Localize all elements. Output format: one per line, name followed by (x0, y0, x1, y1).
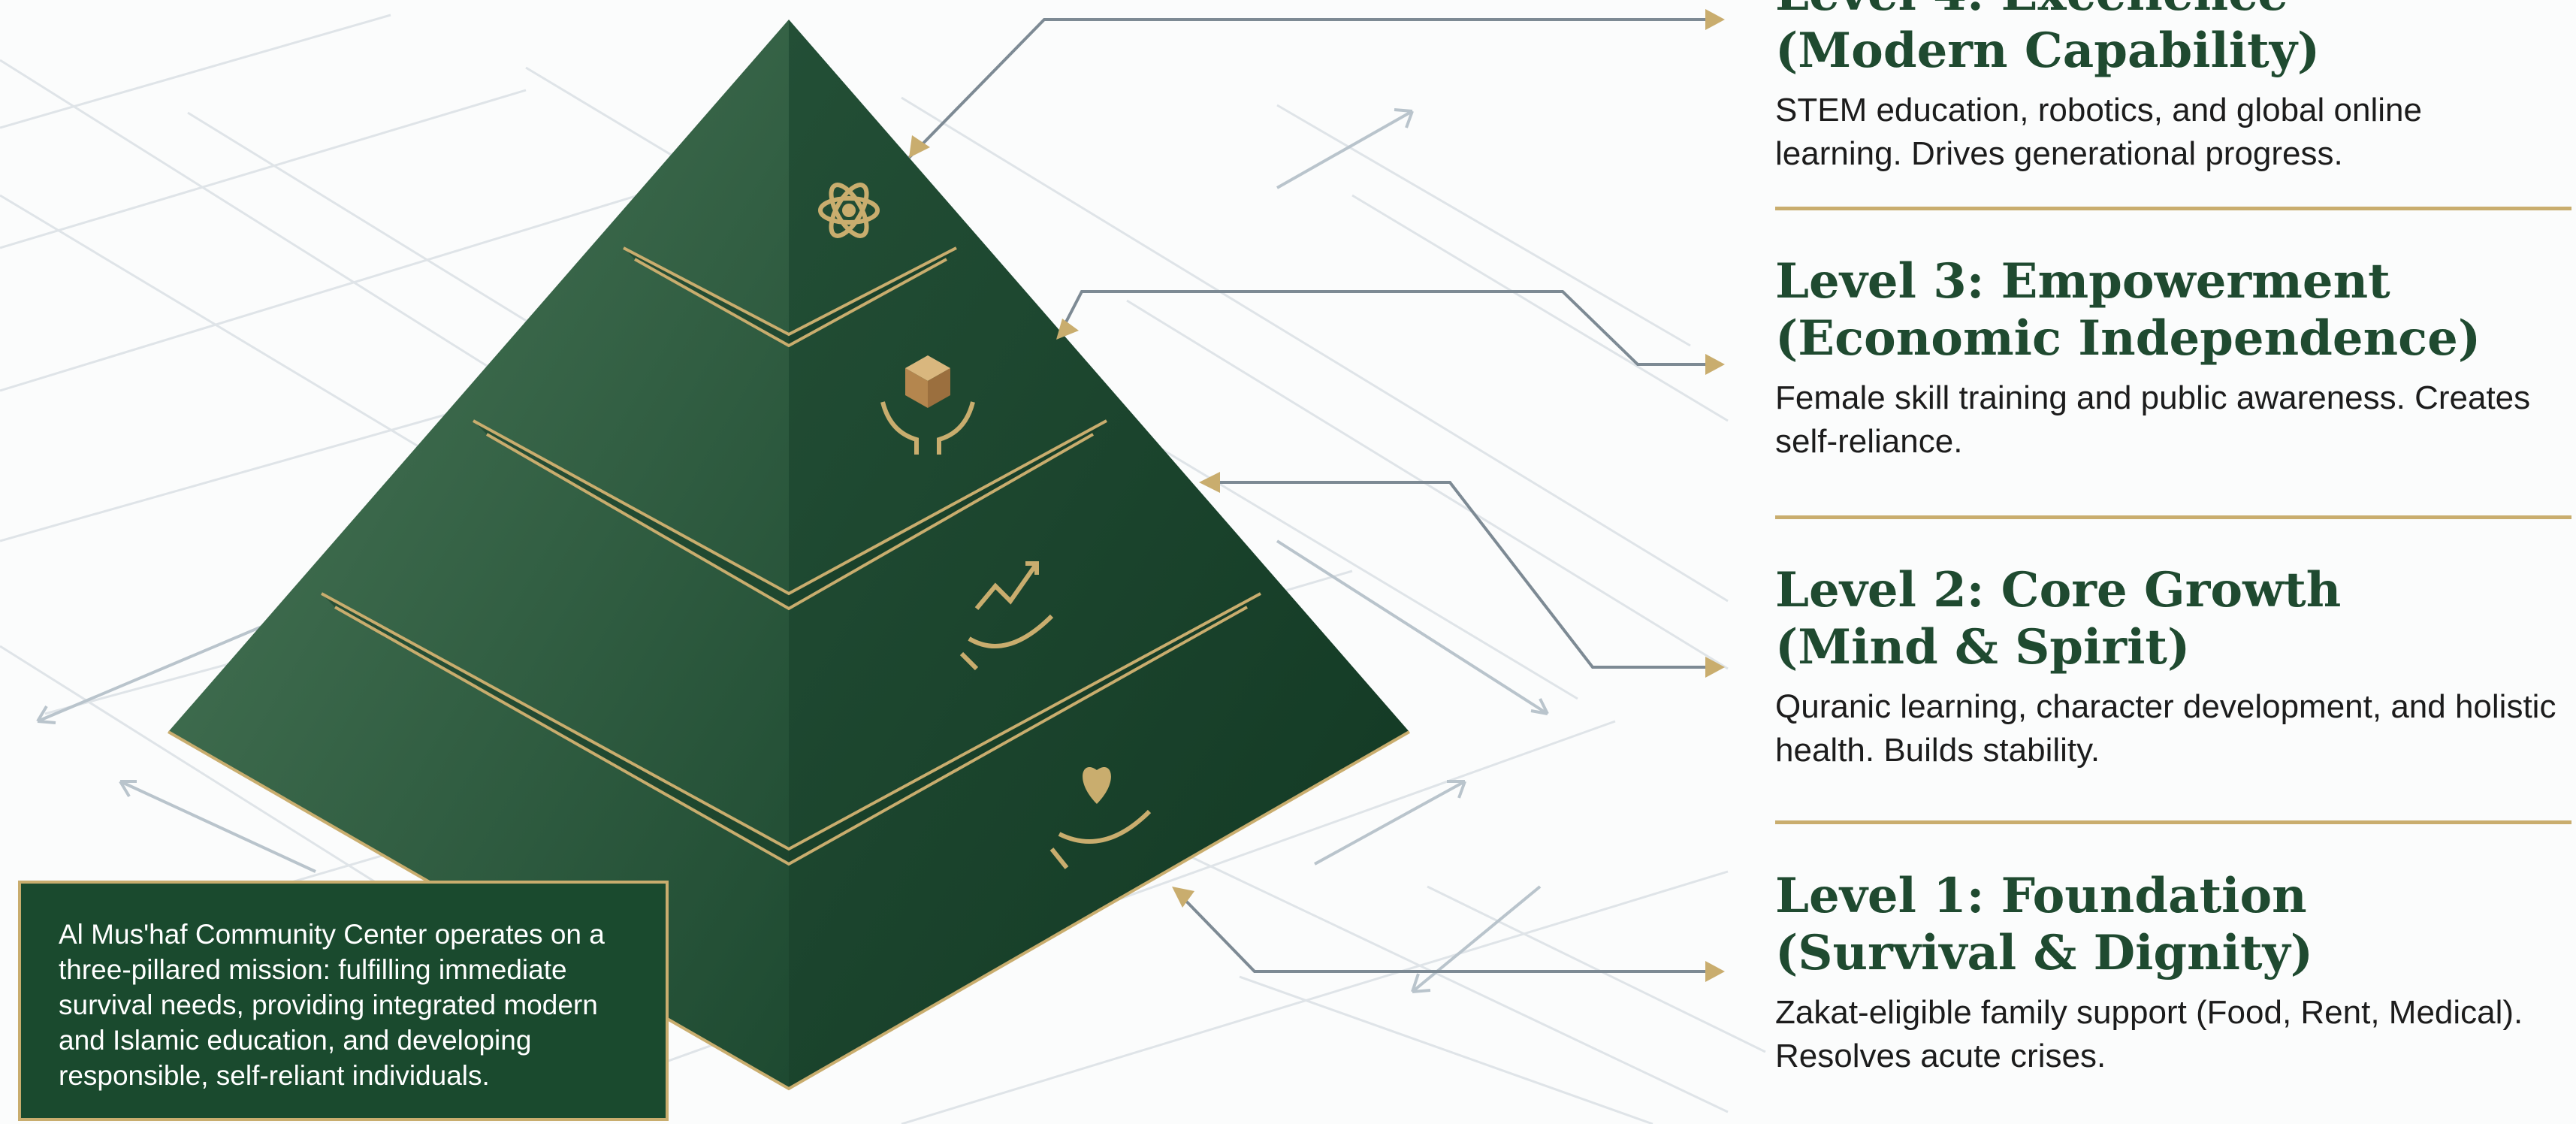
connector-level-1 (1174, 889, 1713, 973)
connector-level-4 (907, 18, 1713, 159)
mission-box: Al Mus'haf Community Center operates on … (18, 881, 669, 1121)
level-2-title-line2: (Mind & Spirit) (1775, 619, 2191, 675)
level-3-description: Female skill training and public awarene… (1775, 379, 2531, 460)
level-3-title-line1: Level 3: Empowerment (1775, 253, 2390, 310)
level-3-title-line2: (Economic Independence) (1775, 310, 2481, 367)
divider (1775, 515, 2571, 519)
connector-level-2 (1202, 481, 1713, 669)
level-2-description: Quranic learning, character development,… (1775, 688, 2556, 769)
hand-growth-chart-icon (959, 561, 1054, 671)
hands-holding-box-icon (880, 355, 975, 455)
pyramid (168, 20, 1410, 1091)
level-2-title-line1: Level 2: Core Growth (1775, 562, 2342, 618)
level-4-title-line1: Level 4: Excellence (1775, 0, 2556, 23)
connector-level-3 (1058, 290, 1713, 366)
level-1-title-line1: Level 1: Foundation (1775, 868, 2307, 924)
level-3-block: Level 3: Empowerment (Economic Independe… (1775, 253, 2556, 464)
level-4-title-line2: (Modern Capability) (1775, 23, 2321, 79)
level-1-block: Level 1: Foundation (Survival & Dignity)… (1775, 868, 2556, 1078)
connector-arrowheads (909, 9, 1725, 982)
pyramid-right-face (789, 20, 1409, 1089)
connectors (907, 18, 1713, 973)
level-4-block: Level 4: Excellence (Modern Capability) … (1775, 0, 2556, 176)
hand-holding-heart-icon (1049, 767, 1152, 869)
level-4-description: STEM education, robotics, and global onl… (1775, 92, 2422, 172)
level-1-title-line2: (Survival & Dignity) (1775, 925, 2313, 981)
level-1-description: Zakat-eligible family support (Food, Ren… (1775, 994, 2523, 1074)
divider (1775, 207, 2571, 210)
level-2-block: Level 2: Core Growth (Mind & Spirit) Qur… (1775, 562, 2556, 772)
tier-gold-edges (168, 246, 1410, 1091)
pyramid-left-face (168, 20, 789, 1089)
background-arrows (36, 108, 1549, 993)
divider (1775, 820, 2571, 824)
mission-text: Al Mus'haf Community Center operates on … (59, 919, 605, 1091)
